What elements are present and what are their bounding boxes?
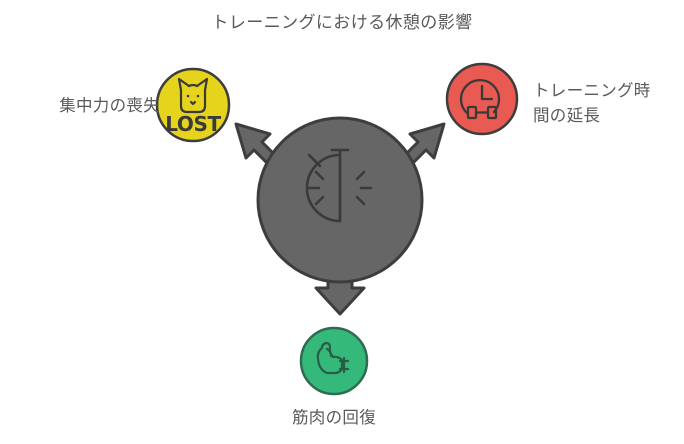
label-longer-training-line1: トレーニング時: [533, 81, 651, 100]
half-stopwatch-icon: [305, 148, 373, 223]
label-focus-loss: 集中力の喪失: [59, 96, 160, 115]
label-muscle-recovery: 筋肉の回復: [292, 408, 376, 427]
diagram-title: トレーニングにおける休憩の影響: [212, 13, 473, 32]
node-longer-training-time[interactable]: [445, 62, 519, 136]
lost-cat-icon: [177, 77, 209, 114]
flexed-bicep-dumbbell-icon: [316, 341, 350, 375]
label-longer-training-line2: 間の延長: [533, 106, 600, 125]
node-focus-loss[interactable]: LOST: [155, 67, 231, 143]
rest-break-hub[interactable]: [256, 116, 424, 284]
clock-dumbbell-icon: [459, 79, 501, 120]
node-muscle-recovery[interactable]: [299, 326, 369, 396]
label-longer-training-time: トレーニング時 間の延長: [533, 81, 651, 125]
lost-icon-text: LOST: [165, 112, 221, 136]
